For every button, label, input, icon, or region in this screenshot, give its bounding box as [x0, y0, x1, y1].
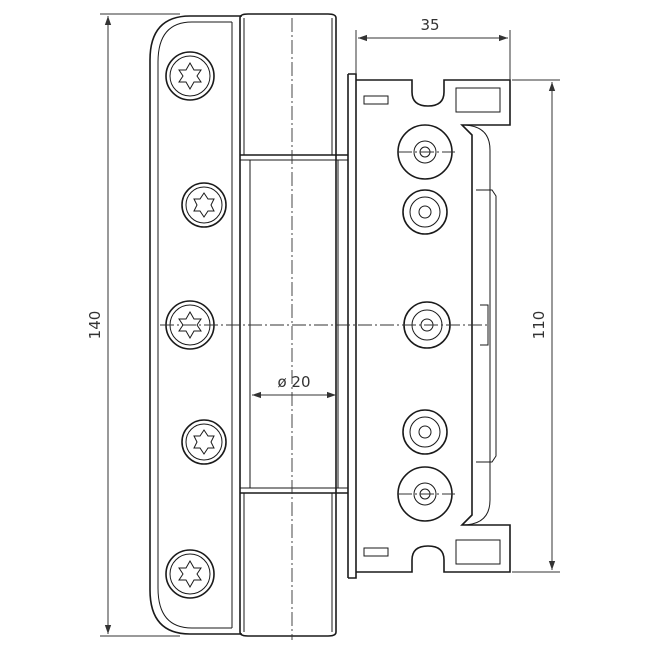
dimension-overall-height: 140 — [86, 13, 180, 637]
leaf-screw-2 — [181, 182, 227, 228]
overall-height-label: 140 — [86, 311, 104, 340]
barrel-diameter-label: ø 20 — [277, 373, 310, 391]
leaf-screw-4 — [181, 419, 227, 465]
leaf-screw-1 — [165, 51, 215, 101]
dimension-frame-height: 110 — [512, 79, 560, 573]
frame-screw-1 — [402, 189, 448, 235]
leaf-screws — [165, 51, 227, 599]
frame-width-label: 35 — [420, 16, 439, 34]
dimension-frame-width: 35 — [355, 16, 511, 80]
center-lines — [160, 18, 490, 640]
leaf-screw-5 — [165, 549, 215, 599]
frame-height-label: 110 — [530, 311, 548, 340]
frame-screw-2 — [402, 409, 448, 455]
dimension-barrel-diameter: ø 20 — [252, 373, 336, 399]
frame-screws — [397, 124, 453, 522]
